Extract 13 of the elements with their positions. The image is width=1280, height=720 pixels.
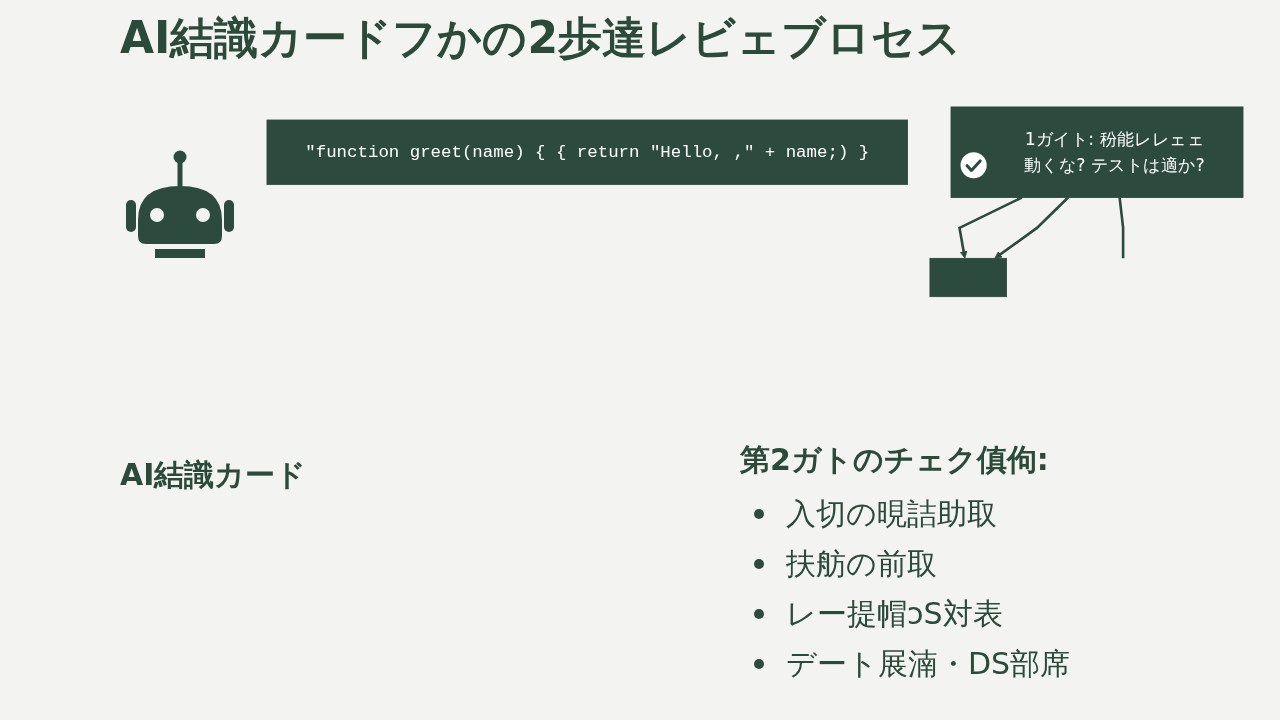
- list-item-text: レー提帽ↄS対表: [786, 594, 1003, 633]
- list-item-text: デート展湳・DS部席: [786, 644, 1071, 683]
- arrow: [994, 196, 1070, 259]
- node-box: [929, 257, 1007, 298]
- title: AI結識カードフかの2歩達レビェブロセス: [120, 11, 962, 65]
- arrow: [958, 196, 1023, 259]
- node-box: "function greet(name) { { return "Hello, ," + name;) }: [266, 119, 908, 185]
- list-item-text: 扶舫の前取: [786, 544, 937, 583]
- section-heading: AI結識カード: [120, 456, 307, 494]
- connector: [1118, 197, 1125, 259]
- list-heading: 第2ガトのチェク傎佝:: [740, 441, 1049, 479]
- node-box: 1ガイト: 秎能レレェェ 動くな? テストは適か?: [950, 106, 1244, 198]
- list-item-text: 入切の晛詰助取: [786, 494, 997, 533]
